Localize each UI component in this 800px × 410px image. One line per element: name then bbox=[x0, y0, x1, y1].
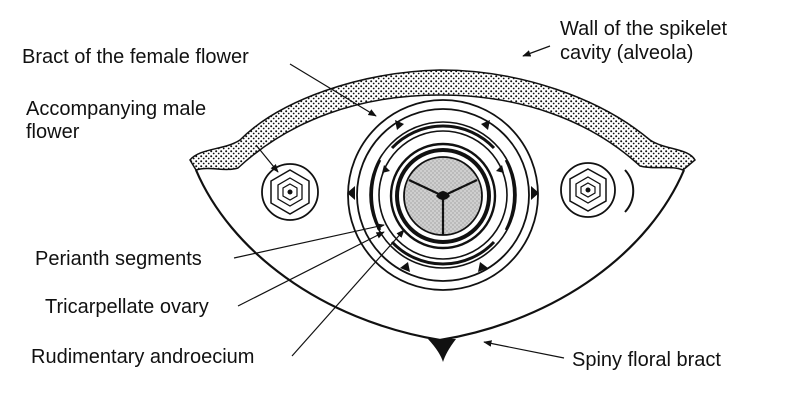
label-bract-female: Bract of the female flower bbox=[22, 46, 249, 68]
male-flower-left bbox=[261, 163, 319, 221]
alveola-wall bbox=[189, 69, 696, 171]
leader-androecium bbox=[291, 229, 405, 357]
label-wall-line2: cavity (alveola) bbox=[560, 42, 694, 64]
leader-ovary bbox=[237, 231, 385, 307]
female-flower bbox=[347, 99, 539, 291]
male-flower-right bbox=[560, 162, 635, 218]
label-male-flower-line2: flower bbox=[26, 121, 80, 143]
leader-wall bbox=[522, 45, 551, 57]
label-androecium: Rudimentary androecium bbox=[31, 346, 255, 368]
label-spiny-bract: Spiny floral bract bbox=[572, 349, 721, 371]
leader-perianth bbox=[233, 223, 385, 259]
spiny-bract-tip bbox=[428, 339, 456, 362]
label-wall-line1: Wall of the spikelet bbox=[560, 18, 728, 40]
leader-spiny-bract bbox=[483, 340, 565, 359]
label-ovary: Tricarpellate ovary bbox=[45, 296, 209, 318]
label-male-flower-line1: Accompanying male bbox=[26, 98, 207, 120]
leader-male-flower bbox=[255, 144, 279, 173]
leader-bract-female bbox=[289, 63, 377, 117]
label-perianth: Perianth segments bbox=[35, 248, 202, 270]
